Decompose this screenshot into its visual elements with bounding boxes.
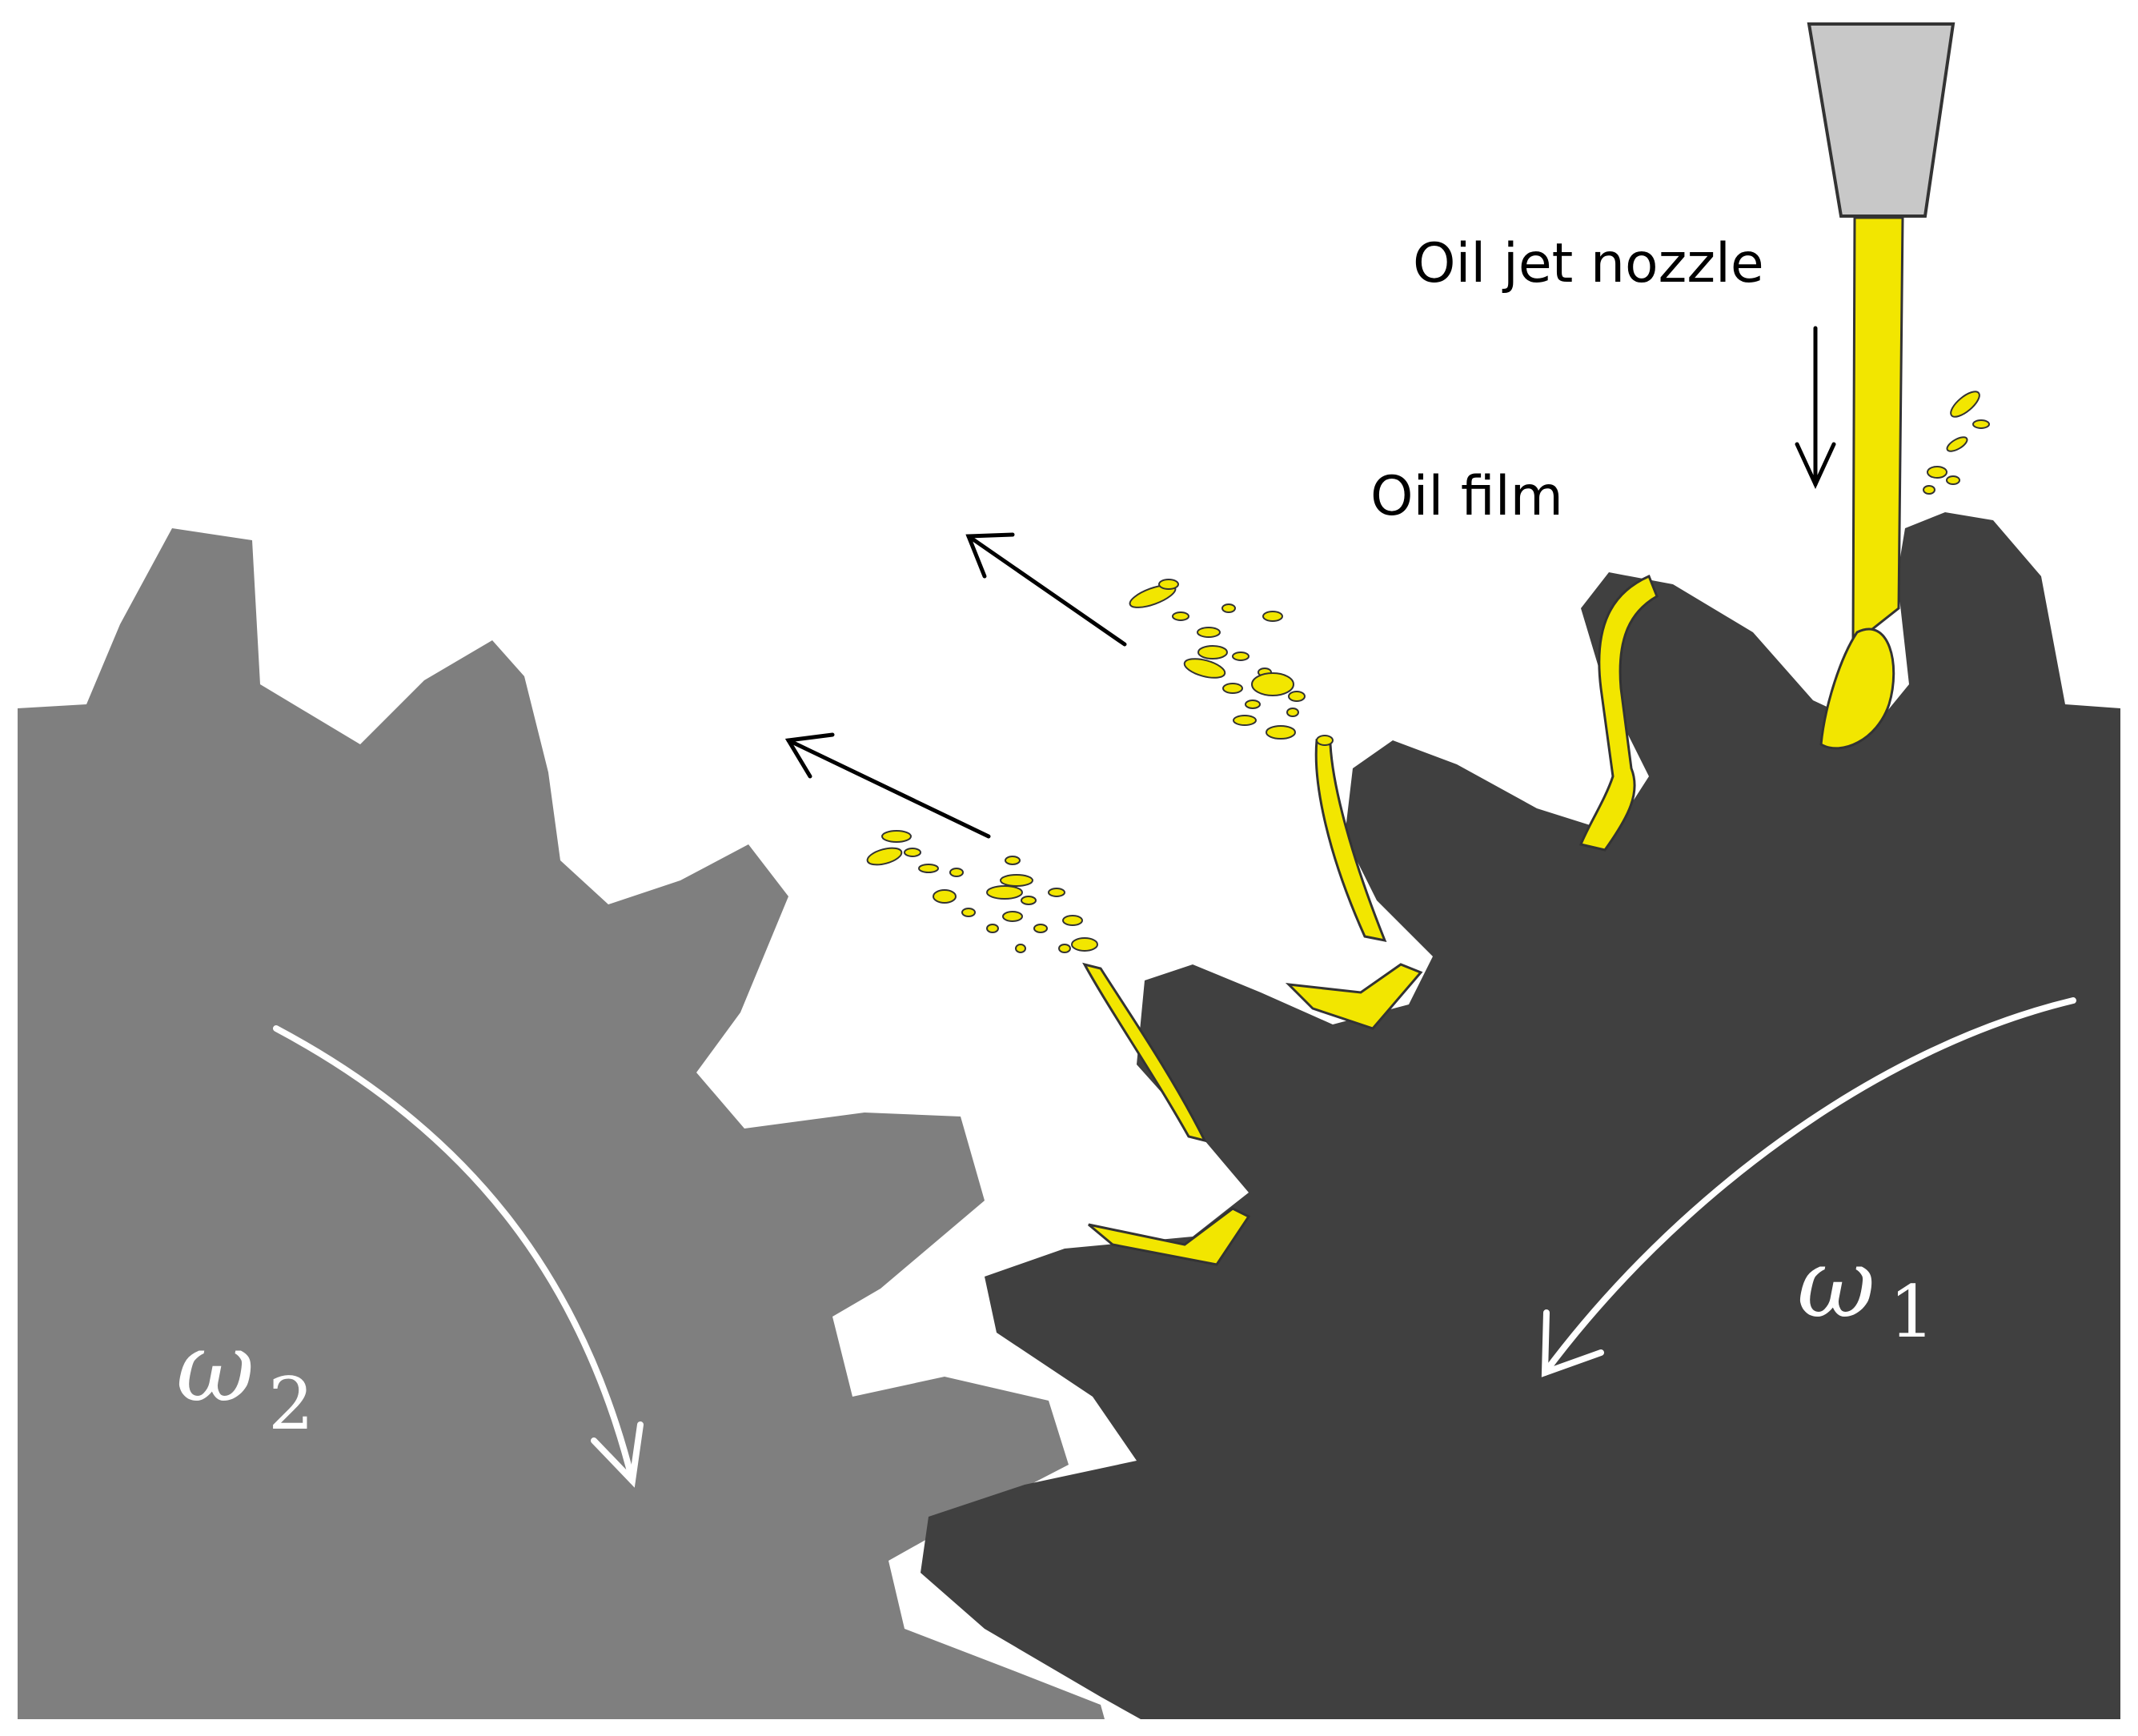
nozzle-body xyxy=(1807,22,1955,218)
oil-droplets-upper xyxy=(1129,579,1334,746)
label-oil-film: Oil film xyxy=(1370,465,1563,528)
oil-film-tooth-2 xyxy=(1314,739,1387,943)
oil-jet-impact xyxy=(1819,627,1895,750)
oil-direction-arrows xyxy=(784,326,1836,839)
nozzle-spray-droplets xyxy=(1923,391,1990,495)
angular-velocity-right: ω 1 xyxy=(1797,1229,1935,1354)
oil-jet-stream xyxy=(1851,216,1904,647)
upper-ejection-arrow xyxy=(965,532,1127,647)
oil-droplets-lower xyxy=(866,830,1098,953)
label-oil-jet-nozzle: Oil jet nozzle xyxy=(1413,232,1764,295)
lower-ejection-arrow xyxy=(784,732,991,839)
rotation-arrow-gear-left xyxy=(273,1025,644,1488)
rotation-arrow-gear-right xyxy=(1541,997,2076,1377)
oil-film-root-2 xyxy=(1285,963,1423,1030)
gear-left xyxy=(18,528,1105,1719)
oil-film-tooth-3 xyxy=(1082,962,1207,1143)
oil-films xyxy=(1082,574,1659,1266)
oil-film-root-3 xyxy=(1088,1207,1251,1266)
oil-jet-nozzle xyxy=(1807,22,1990,750)
oil-film-tooth-1 xyxy=(1578,574,1659,852)
gear-right xyxy=(921,512,2120,1719)
omega-1-subscript: 1 xyxy=(1889,1270,1935,1354)
gear-left-body xyxy=(18,528,1105,1719)
rotation-arrows xyxy=(273,997,2076,1488)
angular-velocity-left: ω 2 xyxy=(176,1313,314,1446)
jet-direction-arrow xyxy=(1795,326,1836,489)
gear-right-body xyxy=(921,512,2120,1719)
omega-1-symbol: ω xyxy=(1797,1229,1875,1340)
omega-2-symbol: ω xyxy=(176,1313,255,1424)
omega-2-subscript: 2 xyxy=(268,1362,314,1446)
